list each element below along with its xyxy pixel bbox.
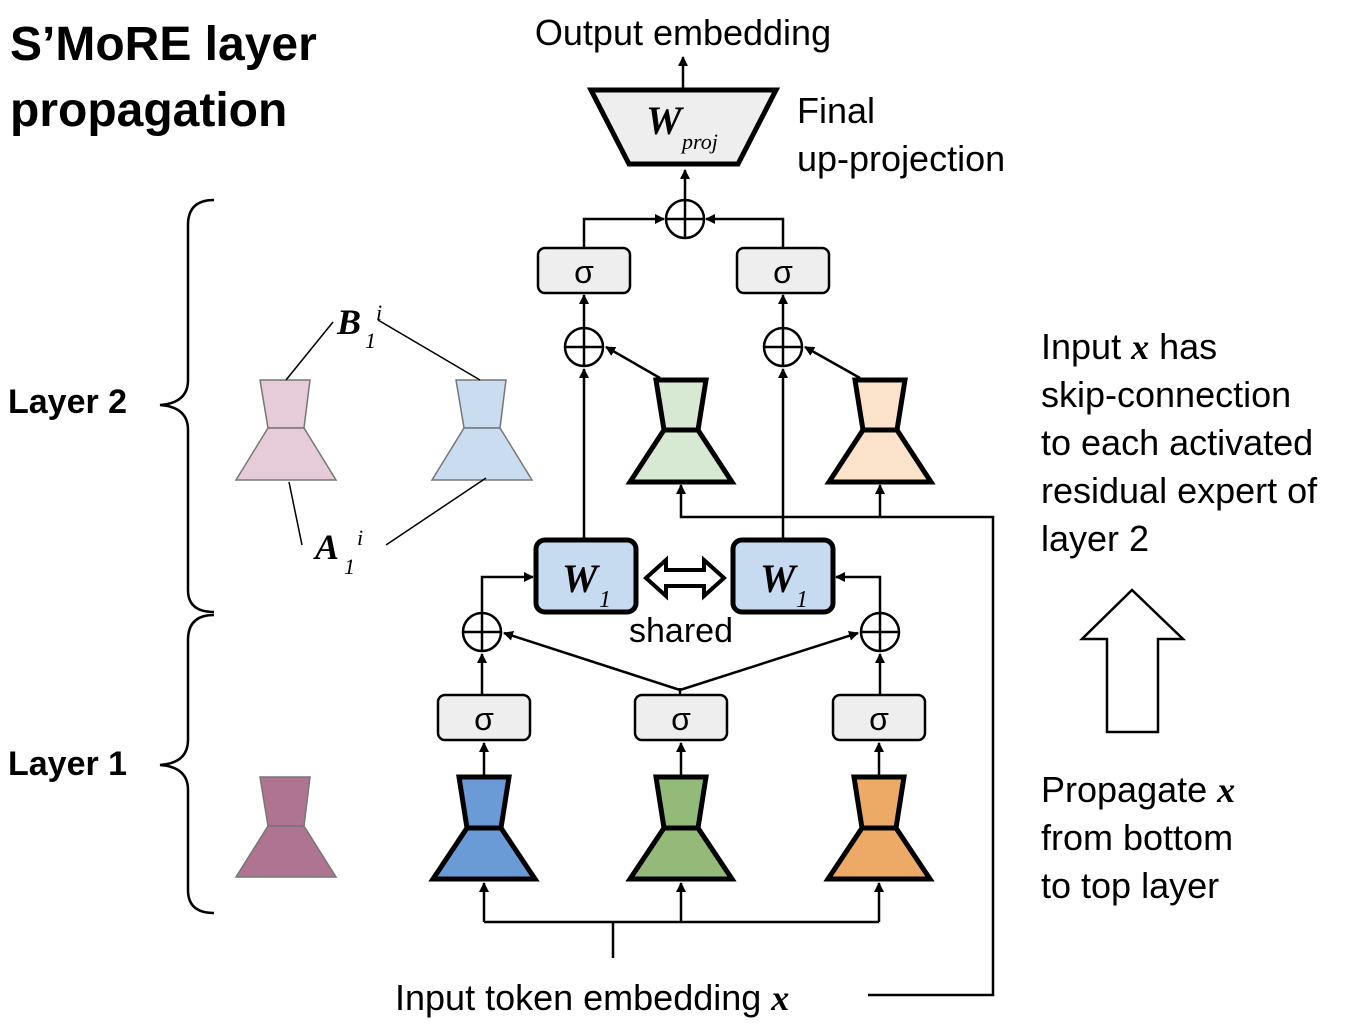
svg-text:W: W [760, 556, 798, 601]
propagate-note: Propagate x from bottom to top layer [1041, 769, 1235, 906]
a-matrix-label: A 1 i [313, 525, 363, 579]
layer2-label: Layer 2 [8, 383, 127, 421]
expert-l1-blue [428, 774, 540, 882]
sum-node-l1-left [461, 611, 503, 653]
arrow-sum-to-w1-right [835, 572, 882, 612]
arrow-left-sigma-to-sum [582, 214, 665, 248]
svg-text:from bottom: from bottom [1041, 817, 1233, 858]
svg-text:B: B [336, 302, 361, 342]
expert-l2-blue [430, 379, 534, 481]
svg-text:1: 1 [365, 328, 376, 353]
wproj-subscript: proj [680, 129, 718, 154]
arrow-green-to-sum [605, 345, 661, 380]
expert-l1-orange [823, 774, 935, 882]
svg-text:σ: σ [869, 701, 889, 737]
final-label-line2: up-projection [797, 138, 1005, 179]
b-matrix-label: B 1 i [336, 300, 382, 353]
expert-l2-green [625, 377, 737, 485]
svg-text:σ: σ [574, 254, 594, 290]
diagram-title-line1: S’MoRE layer [10, 18, 317, 71]
propagate-up-arrow [1078, 588, 1187, 734]
arrow-orange-to-sum [804, 345, 861, 380]
svg-text:1: 1 [344, 554, 355, 579]
sum-node-l1-right [859, 611, 901, 653]
arrow-sum-to-w1-left [480, 572, 534, 612]
svg-text:Input x has: Input x has [1041, 326, 1217, 367]
expert-l1-green [625, 774, 737, 882]
leader-a-pink [288, 481, 303, 546]
svg-text:to each activated: to each activated [1041, 422, 1313, 463]
expert-l1-purple [234, 776, 338, 878]
svg-text:layer 2: layer 2 [1041, 518, 1149, 559]
output-label: Output embedding [535, 12, 831, 53]
leader-b-blue [377, 319, 481, 381]
expert-l2-orange [824, 377, 936, 485]
svg-text:1: 1 [796, 587, 808, 613]
layer1-label: Layer 1 [8, 745, 127, 783]
svg-text:i: i [376, 300, 382, 325]
svg-text:to top layer: to top layer [1041, 865, 1219, 906]
sigma-box-l1-right: σ [831, 693, 927, 742]
svg-text:W: W [562, 556, 600, 601]
w1-block-right: W 1 [730, 537, 836, 615]
svg-text:residual expert of: residual expert of [1041, 470, 1318, 511]
svg-text:σ: σ [773, 254, 793, 290]
wproj-label: W [646, 98, 684, 143]
svg-text:1: 1 [599, 587, 611, 613]
sum-node-l2-left [563, 326, 605, 368]
diagram-title-line2: propagation [10, 84, 287, 137]
arrow-mid-to-right-sum [679, 630, 859, 692]
input-label: Input token embedding x [395, 977, 789, 1018]
skip-note: Input x has skip-connection to each acti… [1041, 326, 1318, 559]
w1-block-left: W 1 [533, 537, 639, 615]
sigma-box-l1-left: σ [436, 693, 532, 742]
svg-text:A: A [313, 527, 339, 567]
shared-double-arrow [643, 555, 727, 601]
layer1-brace [159, 613, 215, 915]
final-label-line1: Final [797, 90, 875, 131]
shared-label: shared [629, 612, 733, 650]
leader-a-blue [385, 477, 487, 546]
svg-text:skip-connection: skip-connection [1041, 374, 1291, 415]
wproj-block: W proj [586, 87, 781, 167]
arrow-right-sigma-to-sum [705, 214, 785, 248]
leader-b-pink [285, 321, 334, 381]
svg-text:i: i [357, 525, 363, 550]
layer2-brace [159, 198, 215, 614]
sigma-box-l2-right: σ [735, 246, 831, 295]
svg-text:Propagate x: Propagate x [1041, 769, 1235, 810]
sigma-box-l2-left: σ [536, 246, 632, 295]
skip-connection-line [676, 484, 995, 997]
top-sum-node [664, 198, 706, 240]
svg-text:σ: σ [671, 701, 691, 737]
sigma-box-l1-middle: σ [633, 693, 729, 742]
sum-node-l2-right [762, 326, 804, 368]
expert-l2-pink [234, 379, 338, 481]
svg-text:σ: σ [474, 701, 494, 737]
arrow-mid-to-left-sum [503, 631, 681, 692]
